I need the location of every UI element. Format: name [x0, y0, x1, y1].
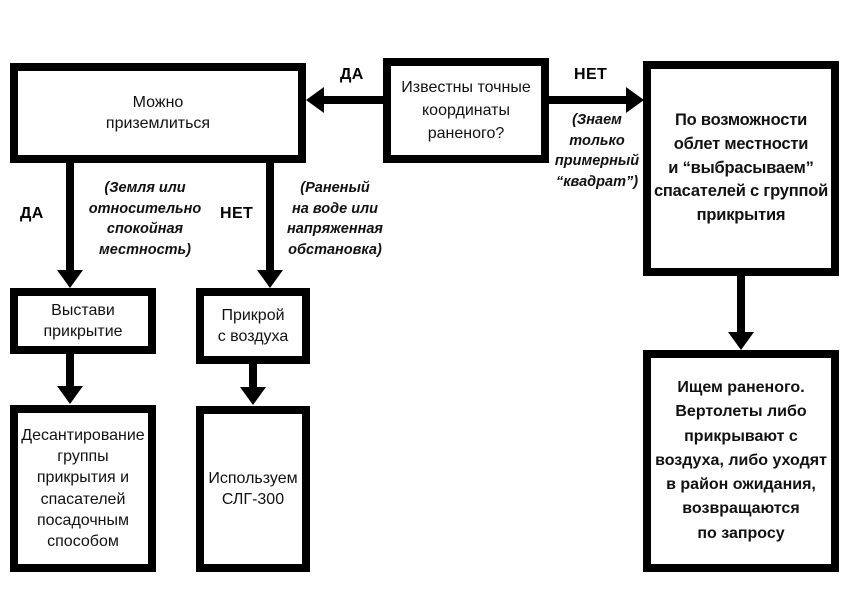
node-set-cover[interactable]: Выстави прикрытие: [10, 288, 156, 354]
arrow-head-cover-air-to-slg: [240, 387, 266, 405]
node-cover-from-air[interactable]: Прикрой с воздуха: [196, 288, 310, 364]
arrow-head-no-to-cover-air: [257, 270, 283, 288]
edge-label-yes-left: ДА: [20, 205, 44, 222]
edge-line-no-to-cover-air: [266, 163, 274, 275]
note-ground-or-calm: (Земля или относительно спокойная местно…: [88, 180, 202, 258]
arrow-head-set-cover-to-landing: [57, 386, 83, 404]
edge-label-no-top: НЕТ: [574, 66, 608, 83]
arrow-head-yes-to-can-land: [306, 87, 324, 113]
edge-line-no-to-flyover: [548, 96, 628, 104]
edge-label-yes-top: ДА: [340, 66, 364, 83]
node-search-wounded[interactable]: Ищем раненого. Вертолеты либо прикрывают…: [643, 350, 839, 572]
node-landing-deployment[interactable]: Десантирование группы прикрытия и спасат…: [10, 405, 156, 572]
note-approximate-square: (Знаем только примерный “квадрат”): [554, 112, 640, 190]
edge-line-yes-to-set-cover: [66, 163, 74, 275]
arrow-head-yes-to-set-cover: [57, 270, 83, 288]
arrow-head-flyover-to-search: [728, 332, 754, 350]
arrow-head-no-to-flyover: [626, 87, 644, 113]
edge-line-cover-air-to-slg: [249, 364, 257, 391]
edge-label-no-middle: НЕТ: [220, 205, 254, 222]
node-known-coordinates[interactable]: Известны точные координаты раненого?: [383, 58, 549, 163]
edge-line-yes-to-can-land: [322, 96, 384, 104]
note-water-or-tense: (Раненый на воде или напряженная обстано…: [287, 180, 383, 258]
node-use-slg-300[interactable]: Используем СЛГ-300: [196, 406, 310, 572]
edge-line-flyover-to-search: [737, 276, 745, 334]
edge-line-set-cover-to-landing: [66, 354, 74, 389]
node-can-land[interactable]: Можно приземлиться: [10, 63, 306, 163]
node-flyover-and-drop[interactable]: По возможности облет местности и “выбрас…: [643, 61, 839, 276]
